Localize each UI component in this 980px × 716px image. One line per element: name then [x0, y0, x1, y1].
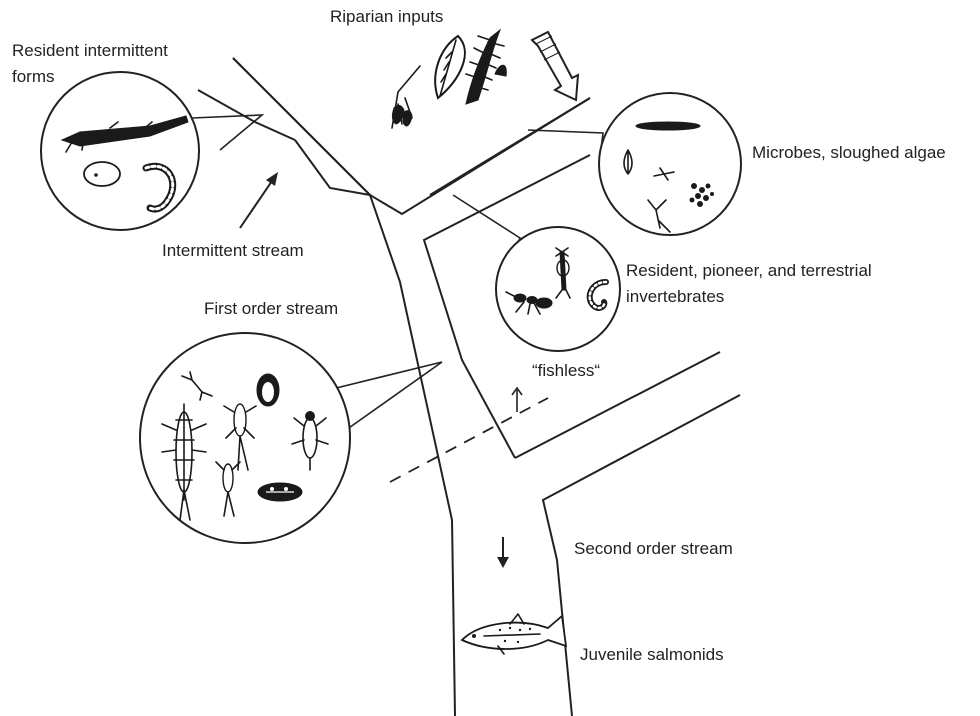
microbes-circle	[599, 93, 741, 235]
label-resident-intermittent-forms: forms	[12, 67, 55, 86]
label-riparian-inputs: Riparian inputs	[330, 7, 443, 26]
beetle-larva-icon	[257, 374, 279, 406]
fishless-arrow-icon	[512, 388, 522, 412]
leaf-icon	[435, 36, 465, 98]
downstream-arrow-icon	[497, 537, 509, 568]
input-arrow-icon	[532, 32, 578, 100]
water-beetle-icon	[258, 483, 302, 501]
label-fishless: “fishless“	[532, 361, 600, 380]
riparian-leaves-icon	[392, 30, 506, 128]
conifer-branch-icon	[466, 30, 506, 104]
label-invertebrates: invertebrates	[626, 287, 724, 306]
pioneer-invertebrates-circle	[496, 227, 620, 351]
intermittent-forms-circle	[41, 72, 199, 230]
fishless-boundary	[390, 398, 548, 482]
label-first-order-stream: First order stream	[204, 299, 338, 318]
first-order-insects-circle	[140, 333, 350, 543]
twig-icon	[392, 66, 420, 128]
label-intermittent-stream: Intermittent stream	[162, 241, 304, 260]
label-resident-intermittent: Resident intermittent	[12, 41, 168, 60]
label-second-order-stream: Second order stream	[574, 539, 733, 558]
callout-microbes	[528, 130, 603, 158]
intermittent-stream-arrow-icon	[240, 172, 278, 228]
salmonid-fish-icon	[462, 614, 566, 654]
right-tributary-upper-bank	[430, 98, 590, 195]
label-juvenile-salmonids: Juvenile salmonids	[580, 645, 724, 664]
label-microbes: Microbes, sloughed algae	[752, 143, 946, 162]
label-resident-pioneer: Resident, pioneer, and terrestrial	[626, 261, 872, 280]
ostracod-icon	[84, 162, 120, 186]
intermittent-tributary-bank	[295, 140, 370, 195]
